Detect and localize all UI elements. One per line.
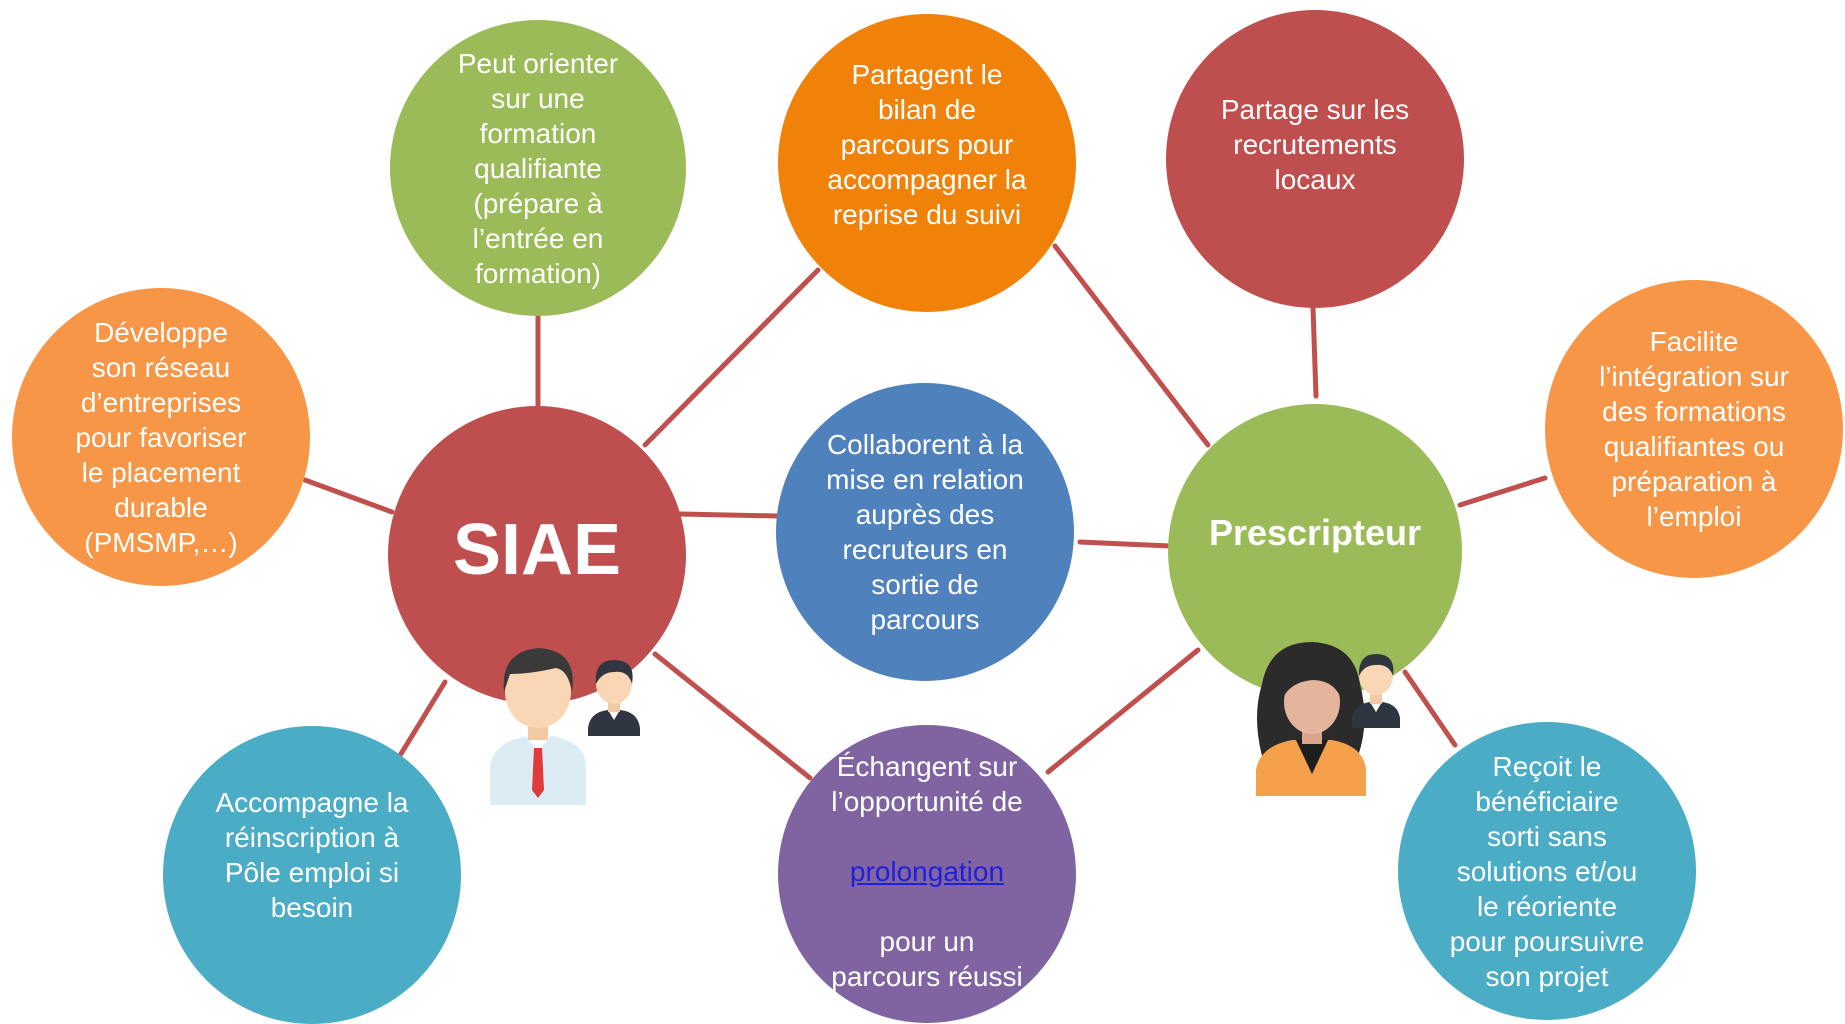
prescripteur-people-illustration — [1256, 642, 1400, 796]
connector-integration-prescripteur — [1457, 475, 1548, 508]
hub-siae-label: SIAE — [452, 510, 622, 590]
node-reseau-text: Développe son réseau d’entreprises pour … — [75, 316, 247, 558]
node-recrutements-locaux: Partage sur les recrutements locaux — [1166, 10, 1464, 308]
node-prolongation-text: Échangent sur l’opportunité de prolongat… — [831, 714, 1022, 994]
node-bilan-text: Partagent le bilan de parcours pour acco… — [827, 58, 1027, 230]
node-bilan-parcours: Partagent le bilan de parcours pour acco… — [778, 14, 1076, 312]
hub-prescripteur-label: Prescripteur — [1208, 512, 1422, 553]
assistant-person-icon — [588, 660, 640, 736]
connector-prescripteur-recoit — [1402, 669, 1458, 748]
prolongation-text-after: pour un parcours réussi — [831, 926, 1023, 992]
man-in-suit-icon — [490, 648, 586, 805]
woman-curly-hair-icon — [1256, 642, 1366, 796]
node-collaborent-recruteurs: Collaborent à la mise en relation auprès… — [776, 383, 1074, 681]
connector-siae-collaborent — [677, 511, 781, 519]
connector-recrutements-prescripteur — [1310, 305, 1319, 399]
prolongation-link[interactable]: prolongation — [849, 856, 1005, 887]
node-reseau-entreprises: Développe son réseau d’entreprises pour … — [12, 288, 310, 586]
connector-siae-reseau — [302, 477, 395, 515]
node-reinscription-pole-emploi: Accompagne la réinscription à Pôle emplo… — [163, 726, 461, 1024]
node-recoit-beneficiaire: Reçoit le bénéficiaire sorti sans soluti… — [1398, 722, 1696, 1020]
connector-prolongation-prescripteur — [1045, 647, 1201, 775]
prolongation-text-before: Échangent sur l’opportunité de — [831, 751, 1023, 817]
node-recoit-text: Reçoit le bénéficiaire sorti sans soluti… — [1449, 750, 1645, 992]
assistant-person-icon — [1352, 654, 1400, 728]
node-formation-qualifiante: Peut orienter sur une formation qualifia… — [390, 20, 686, 316]
node-recrutements-text: Partage sur les recrutements locaux — [1220, 93, 1410, 195]
node-integration-formations: Facilite l’intégration sur des formation… — [1545, 280, 1843, 578]
siae-people-illustration — [490, 648, 640, 805]
connector-bilan-prescripteur — [1052, 243, 1211, 448]
node-reinscription-text: Accompagne la réinscription à Pôle emplo… — [215, 787, 409, 923]
connector-siae-bilan — [642, 267, 821, 448]
connector-collaborent-prescripteur — [1077, 539, 1173, 549]
node-prolongation: Échangent sur l’opportunité de prolongat… — [778, 725, 1076, 1023]
node-collaborent-text: Collaborent à la mise en relation auprès… — [826, 429, 1024, 635]
node-formation-text: Peut orienter sur une formation qualifia… — [457, 47, 619, 289]
node-integration-text: Facilite l’intégration sur des formation… — [1599, 326, 1789, 532]
connector-siae-prolongation — [652, 651, 813, 781]
